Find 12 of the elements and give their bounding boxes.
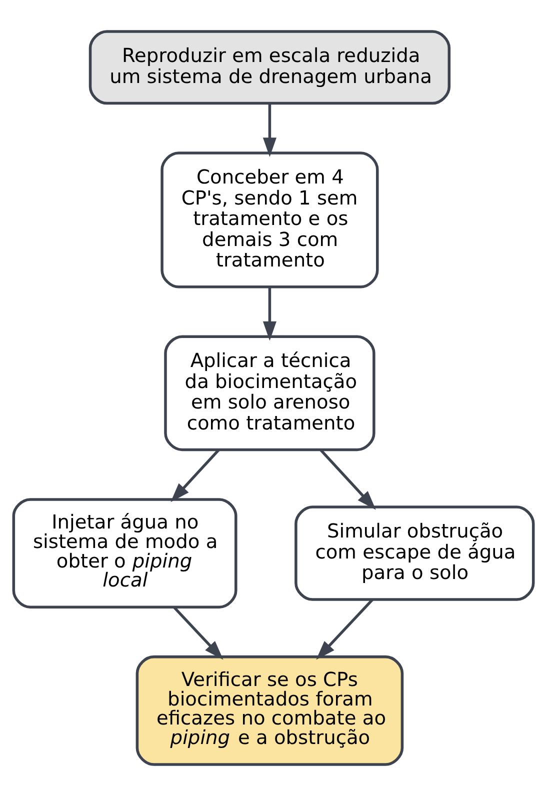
arrow — [262, 104, 276, 157]
node-box: Injetar água no sistema de modo a obter o piping local — [12, 498, 238, 608]
arrow — [316, 598, 374, 660]
arrow — [173, 606, 224, 660]
node-box: Verificar se os CPs biocimentados foram eficazes no combate ao piping e a obstrução — [136, 655, 404, 766]
arrow — [170, 449, 220, 502]
node-box: Simular obstrução com escape de água para o solo — [294, 506, 535, 601]
arrow — [320, 449, 376, 510]
arrow — [262, 287, 276, 341]
node-box: Aplicar a técnica da biocimentação em solo arenoso como tratamento — [164, 335, 376, 452]
node-box: Conceber em 4 CP's, sendo 1 sem tratamento e os demais 3 com tratamento — [160, 152, 379, 288]
node-box: Reproduzir em escala reduzida um sistema de drenagem urbana — [88, 30, 451, 105]
